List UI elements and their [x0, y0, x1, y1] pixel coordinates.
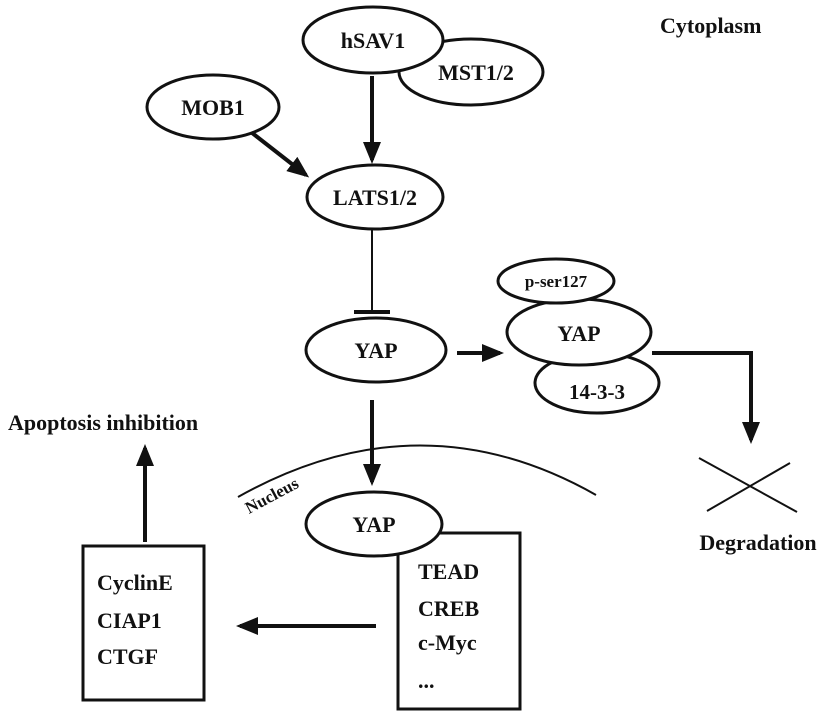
target-genes-box	[81, 544, 206, 702]
target-genes-list: CyclinE CIAP1 CTGF	[97, 570, 173, 669]
degradation-label: Degradation	[699, 530, 816, 555]
yap-phospho-node-label: YAP	[557, 321, 600, 346]
complex-to-degradation-arrow	[652, 351, 760, 444]
pser127-node-label: p-ser127	[525, 272, 588, 291]
transcription-factor-item: c-Myc	[418, 630, 477, 655]
nucleus-membrane	[237, 444, 597, 498]
transcription-factor-item: CREB	[418, 596, 479, 621]
mob1-node	[145, 73, 281, 141]
cytoplasm-label: Cytoplasm	[660, 13, 761, 38]
degradation-cross-line-1	[698, 457, 798, 513]
yap-center-node-label: YAP	[354, 338, 397, 363]
mob1-node-label: MOB1	[181, 95, 245, 120]
pser127-node	[496, 257, 616, 305]
transcription-factor-item: ...	[418, 668, 435, 693]
target-gene-item: CyclinE	[97, 570, 173, 595]
protein-14-3-3-node-label: 14-3-3	[569, 380, 625, 404]
apoptosis-label: Apoptosis inhibition	[8, 410, 198, 435]
transcription-factor-item: TEAD	[418, 559, 479, 584]
yap-nucleus-node	[304, 490, 444, 558]
target-gene-item: CTGF	[97, 644, 158, 669]
mst-node-label: MST1/2	[438, 60, 514, 85]
hsav1-node	[301, 5, 445, 75]
target-gene-item: CIAP1	[97, 608, 162, 633]
transcription-factor-box	[396, 531, 522, 711]
degradation-cross-line-2	[706, 462, 791, 512]
yap-center-node	[304, 316, 448, 384]
lats-node	[305, 163, 445, 231]
mob1-to-lats-arrow	[245, 127, 310, 178]
yap-nucleus-node-label: YAP	[352, 512, 395, 537]
hsav1-node-label: hSAV1	[341, 28, 405, 53]
transcription-factor-list: TEAD CREB c-Myc ...	[418, 559, 479, 693]
lats-node-label: LATS1/2	[333, 185, 417, 210]
